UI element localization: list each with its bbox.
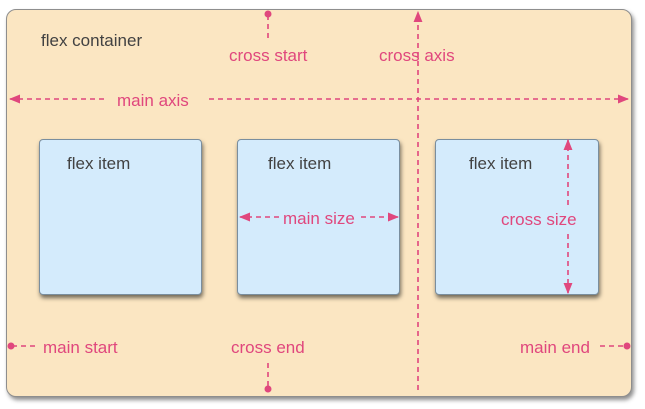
main-start-label: main start bbox=[43, 338, 118, 357]
cross-start-label: cross start bbox=[229, 46, 308, 65]
flex-container-label: flex container bbox=[41, 31, 143, 50]
flex-item-label-2: flex item bbox=[268, 154, 332, 173]
cross-end-label: cross end bbox=[231, 338, 305, 357]
main-size-label: main size bbox=[283, 209, 355, 228]
flex-item-label-1: flex item bbox=[67, 154, 131, 173]
main-end-label: main end bbox=[520, 338, 590, 357]
flex-item-3 bbox=[435, 139, 599, 295]
flex-item-1 bbox=[39, 139, 202, 295]
cross-axis-label: cross axis bbox=[379, 46, 455, 65]
main-axis-label: main axis bbox=[117, 91, 189, 110]
cross-size-label: cross size bbox=[501, 210, 577, 229]
flex-item-label-3: flex item bbox=[469, 154, 533, 173]
